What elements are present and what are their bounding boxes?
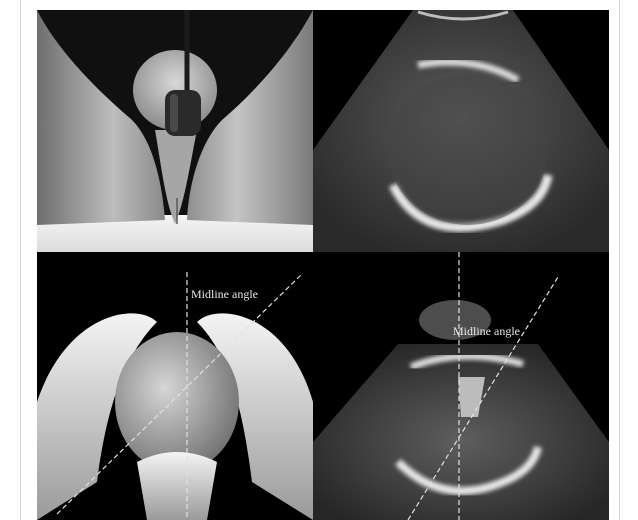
- pelvis-model-panel: Midline angle: [37, 252, 313, 520]
- ultrasound-midline: [313, 252, 609, 520]
- fetal-head: [115, 332, 239, 472]
- ultrasound-bottom-panel: Midline angle: [313, 252, 609, 520]
- ultrasound-fetal-head: [313, 10, 609, 252]
- midline-angle-label: Midline angle: [453, 324, 520, 339]
- pelvis-model: [37, 252, 313, 520]
- ultrasound-top-panel: [313, 10, 609, 252]
- transperineal-probe-panel: [37, 10, 313, 252]
- midline-angle-label: Midline angle: [191, 287, 258, 302]
- probe-illustration: [37, 10, 313, 252]
- sacrum: [137, 452, 217, 520]
